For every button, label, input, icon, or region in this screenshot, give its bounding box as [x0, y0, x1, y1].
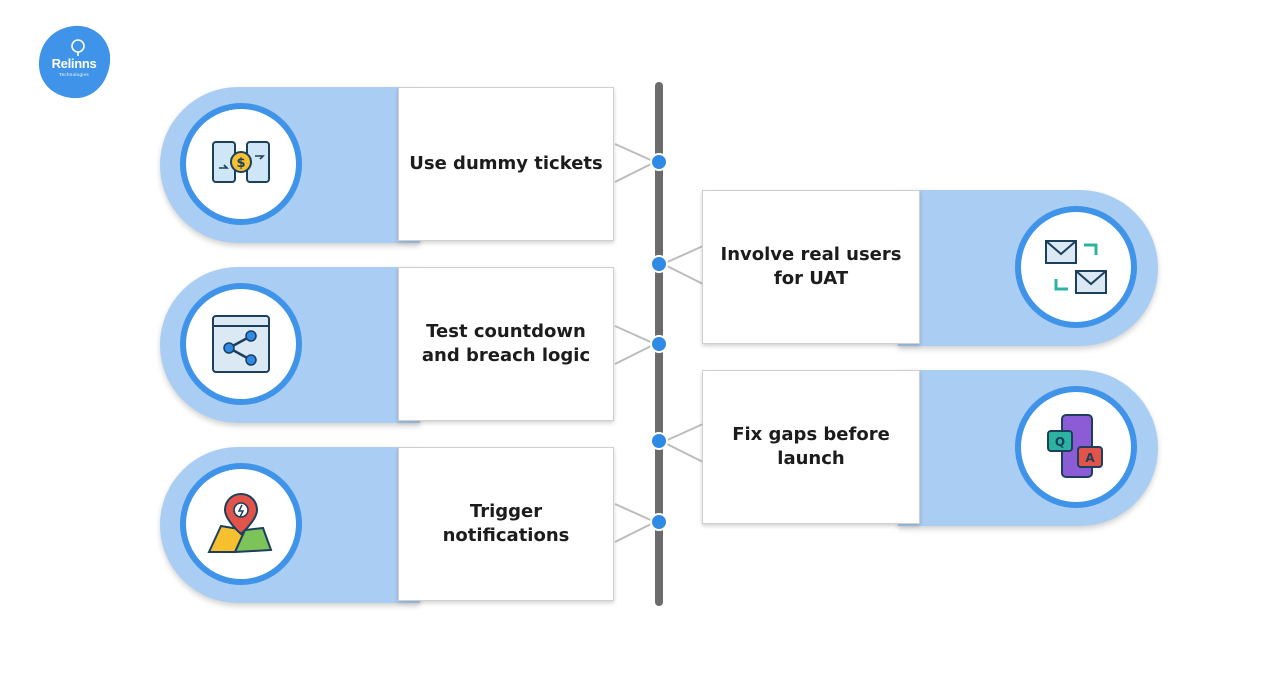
svg-text:A: A	[1085, 451, 1095, 465]
step-3-card: Test countdown and breach logic	[398, 267, 614, 421]
logo-blob-icon	[38, 25, 111, 99]
timeline-dot-3	[650, 335, 668, 353]
step-5-icon-circle	[180, 463, 302, 585]
step-1-icon-circle: $	[180, 103, 302, 225]
qa-chat-icon: Q A	[1047, 414, 1103, 478]
step-4-icon-circle: Q A	[1015, 386, 1137, 508]
timeline-dot-5	[650, 513, 668, 531]
step-3-icon-circle	[180, 283, 302, 405]
brand-logo: Relinns Technologies	[36, 24, 112, 100]
step-3-label: Test countdown and breach logic	[421, 321, 591, 366]
step-2-icon-circle	[1015, 206, 1137, 328]
money-transfer-icon: $	[212, 141, 270, 183]
timeline-dot-1	[650, 153, 668, 171]
timeline-dot-4	[650, 432, 668, 450]
mail-exchange-icon	[1045, 240, 1107, 294]
step-4-label: Fix gaps before launch	[732, 424, 890, 469]
step-2-label: Involve real users for UAT	[720, 244, 902, 289]
step-1-card: Use dummy tickets	[398, 87, 614, 241]
step-4-card: Fix gaps before launch	[702, 370, 920, 524]
logo-text: Relinns	[51, 56, 97, 71]
map-pin-icon	[207, 492, 273, 554]
share-icon	[212, 315, 270, 373]
logo-subtext: Technologies	[59, 72, 89, 77]
timeline-dot-2	[650, 255, 668, 273]
step-5-card: Trigger notifications	[398, 447, 614, 601]
svg-text:Q: Q	[1055, 435, 1065, 449]
step-2-card: Involve real users for UAT	[702, 190, 920, 344]
step-5-label: Trigger notifications	[442, 501, 570, 546]
step-1-label: Use dummy tickets	[409, 153, 603, 174]
svg-text:$: $	[236, 156, 245, 171]
